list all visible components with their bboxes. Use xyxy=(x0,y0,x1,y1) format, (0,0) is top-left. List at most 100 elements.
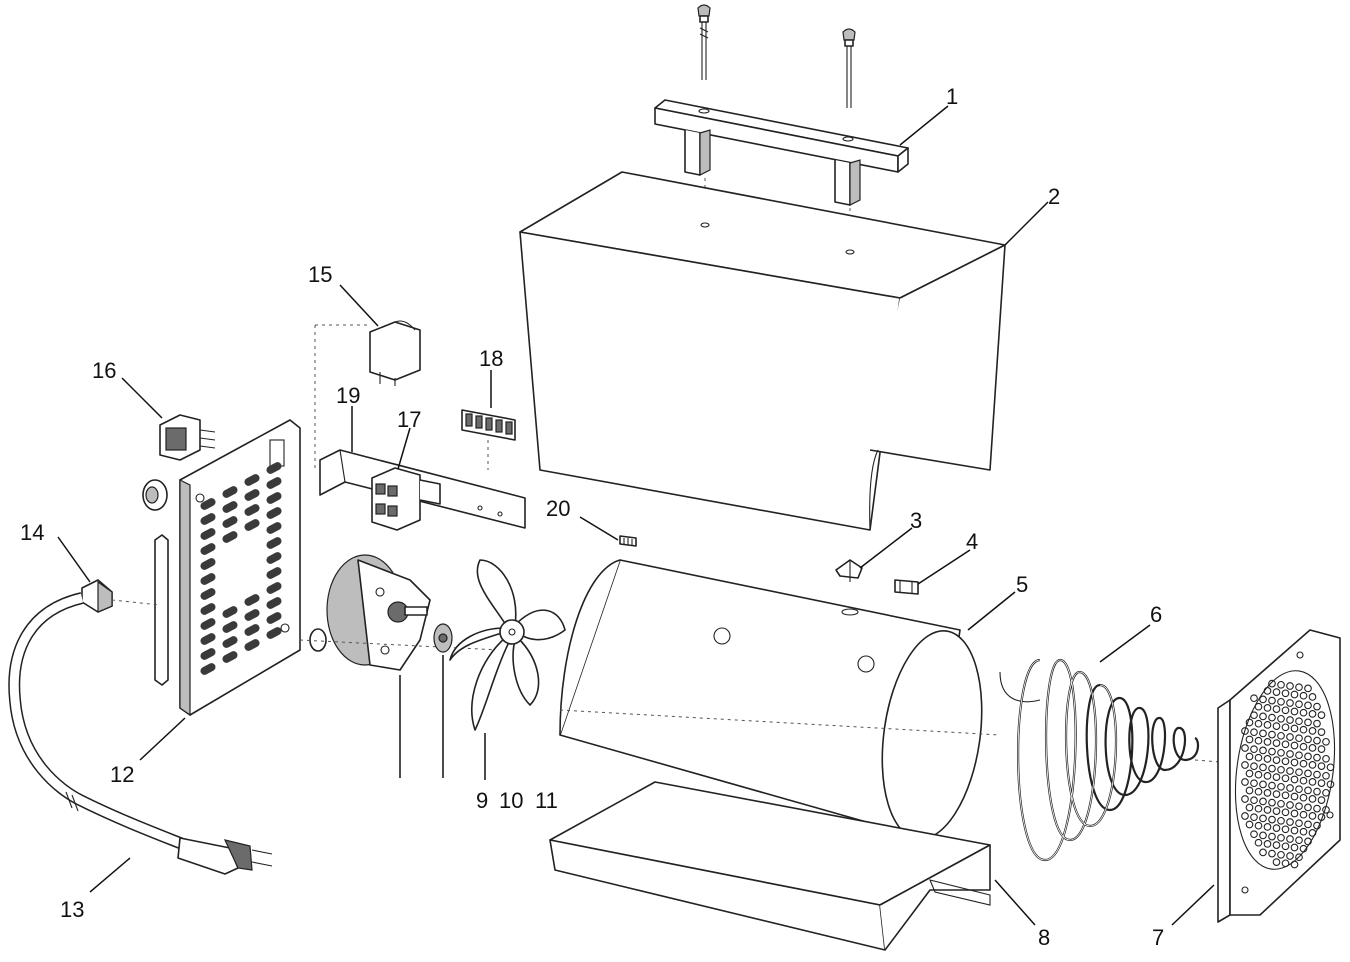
grille-hole xyxy=(1299,708,1308,717)
vent-slot xyxy=(266,492,282,504)
grille-hole xyxy=(1295,802,1303,811)
grille-hole xyxy=(1313,787,1321,796)
grille-hole xyxy=(1259,729,1267,738)
grille-hole xyxy=(1245,718,1254,727)
grille-hole xyxy=(1326,780,1335,789)
grille-hole xyxy=(1281,740,1290,749)
handle-screw-right xyxy=(842,28,856,108)
fan-motor xyxy=(299,554,501,671)
grille-hole xyxy=(1254,787,1263,796)
fan-blade xyxy=(449,559,566,731)
grille-hole xyxy=(1295,853,1303,862)
grille-hole xyxy=(1317,728,1326,736)
grille-hole xyxy=(1290,843,1299,852)
handle-screw-left xyxy=(697,4,711,80)
grille-hole xyxy=(1286,784,1294,792)
vent-slot xyxy=(244,609,260,621)
grille-hole xyxy=(1254,838,1263,847)
vent-slot xyxy=(244,639,260,651)
callout-9: 9 xyxy=(476,788,488,813)
callout-19: 19 xyxy=(336,383,360,408)
grille-hole xyxy=(1245,803,1254,812)
grille-hole xyxy=(1263,687,1272,695)
vent-slot xyxy=(222,486,238,498)
grille-hole xyxy=(1281,791,1290,800)
callout-3: 3 xyxy=(910,508,922,533)
grille-hole xyxy=(1308,710,1317,718)
clip-20 xyxy=(619,535,637,547)
grille-hole xyxy=(1290,741,1299,750)
grille-hole xyxy=(1245,769,1254,778)
callout-7: 7 xyxy=(1152,925,1164,950)
grille-hole xyxy=(1250,796,1258,805)
grille-hole xyxy=(1290,826,1299,835)
grille-hole xyxy=(1322,805,1330,814)
vent-slot xyxy=(200,498,216,510)
grille-hole xyxy=(1290,809,1299,818)
grille-hole xyxy=(1272,705,1281,713)
grille-hole xyxy=(1313,804,1321,813)
callout-leaders xyxy=(57,105,1215,926)
grille-hole xyxy=(1299,810,1308,819)
grille-hole xyxy=(1277,714,1285,723)
grille-hole xyxy=(1277,765,1285,774)
grille-hole xyxy=(1268,781,1276,790)
grille-hole xyxy=(1259,797,1267,806)
grille-hole xyxy=(1272,807,1281,815)
grille-hole xyxy=(1313,719,1321,728)
grille-hole xyxy=(1308,744,1317,752)
grille-hole xyxy=(1304,803,1312,812)
grille-hole xyxy=(1299,725,1308,734)
grille-hole xyxy=(1281,859,1290,868)
grille-hole xyxy=(1308,727,1317,735)
vent-slot xyxy=(244,489,260,501)
vent-slot xyxy=(266,567,282,579)
grille-hole xyxy=(1295,700,1303,709)
callout-18: 18 xyxy=(479,346,503,371)
grille-hole xyxy=(1290,792,1299,801)
grille-hole xyxy=(1259,831,1267,840)
grille-hole xyxy=(1281,825,1290,834)
grille-hole xyxy=(1295,768,1303,777)
callout-2: 2 xyxy=(1048,184,1060,209)
heater-cylinder xyxy=(559,559,1001,841)
grille-hole xyxy=(1290,860,1299,869)
grille-hole xyxy=(1241,744,1249,752)
grille-hole xyxy=(1272,841,1281,849)
grille-hole xyxy=(1304,786,1312,795)
callout-4: 4 xyxy=(966,529,978,554)
grille-hole xyxy=(1317,779,1326,787)
grille-hole xyxy=(1299,691,1308,700)
grille-hole xyxy=(1263,738,1272,746)
terminal-strip xyxy=(461,409,516,470)
grille-hole xyxy=(1304,735,1312,744)
clip-4 xyxy=(894,579,919,595)
grille-hole xyxy=(1245,752,1254,761)
grille-hole xyxy=(1317,813,1326,821)
base-stand xyxy=(549,781,991,951)
vent-slot xyxy=(200,573,216,585)
grille-hole xyxy=(1250,762,1258,771)
grille-hole xyxy=(1326,763,1335,772)
panel-vent-slots xyxy=(200,462,282,675)
grille-hole xyxy=(1250,813,1258,822)
grille-hole xyxy=(1268,679,1276,688)
callout-numbers: 1 2 3 4 5 6 7 8 9 10 11 12 13 14 15 16 1… xyxy=(20,84,1164,950)
grille-hole xyxy=(1259,763,1267,772)
grille-hole xyxy=(1281,808,1290,817)
grille-hole xyxy=(1245,820,1254,829)
grille-hole xyxy=(1272,824,1281,832)
callout-17: 17 xyxy=(397,407,421,432)
grille-hole xyxy=(1299,844,1308,853)
grille-hole xyxy=(1254,702,1263,711)
grille-hole xyxy=(1241,727,1249,735)
grille-hole xyxy=(1322,737,1330,746)
grille-hole xyxy=(1272,790,1281,798)
grille-hole xyxy=(1317,796,1326,804)
grille-hole xyxy=(1268,696,1276,705)
housing-cover xyxy=(519,171,1006,531)
grille-hole xyxy=(1304,752,1312,761)
grille-hole xyxy=(1259,746,1267,755)
grille-hole xyxy=(1268,730,1276,739)
